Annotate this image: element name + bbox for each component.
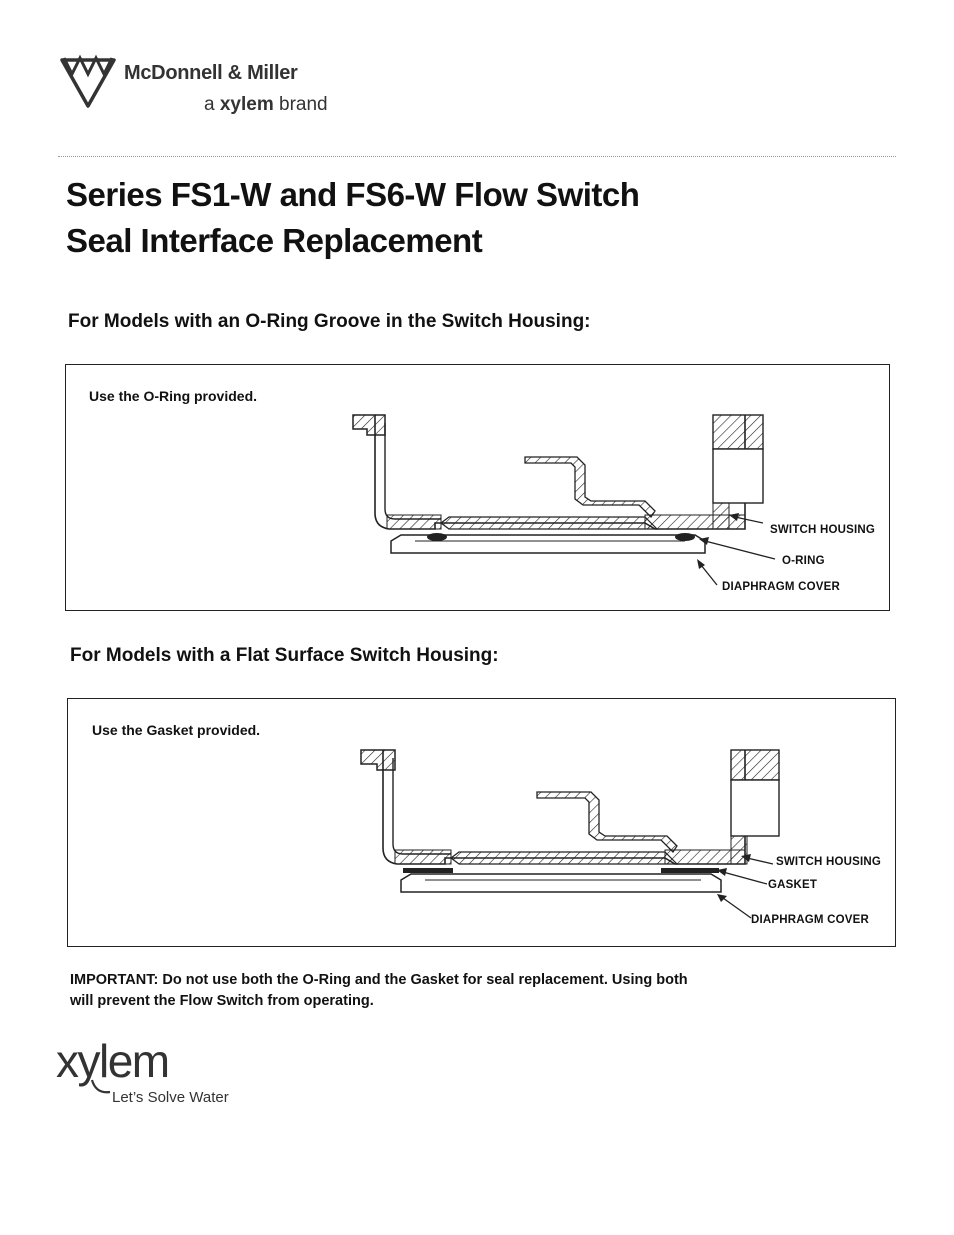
brand-sub-company: xylem xyxy=(219,94,274,115)
gasket-cross-section-diagram xyxy=(360,749,780,919)
header-divider xyxy=(58,156,896,157)
oring-cross-section-diagram xyxy=(352,414,776,586)
xylem-swoosh-icon xyxy=(90,1079,111,1094)
brand-sub-suffix: brand xyxy=(279,94,328,115)
oring-note: Use the O-Ring provided. xyxy=(89,388,258,404)
gasket-note: Use the Gasket provided. xyxy=(92,722,261,738)
xylem-tagline: Let’s Solve Water xyxy=(112,1089,229,1106)
section1-heading: For Models with an O-Ring Groove in the … xyxy=(68,311,591,332)
oring-callout-housing: SWITCH HOUSING xyxy=(770,524,876,536)
brand-sub-prefix: a xyxy=(204,94,215,115)
oring-callout-cover: DIAPHRAGM COVER xyxy=(722,581,841,593)
title-line-1: Series FS1-W and FS6-W Flow Switch xyxy=(66,176,640,213)
title-line-2: Seal Interface Replacement xyxy=(66,222,483,259)
brand-subline: a xylem brand xyxy=(204,94,328,116)
page-title: Series FS1-W and FS6-W Flow Switch Seal … xyxy=(66,172,886,264)
gasket-callout-cover: DIAPHRAGM COVER xyxy=(751,914,870,926)
oring-callout-oring: O-RING xyxy=(782,555,825,567)
brand-name: McDonnell & Miller xyxy=(124,62,298,84)
section2-heading: For Models with a Flat Surface Switch Ho… xyxy=(70,645,499,666)
xylem-logo-word: xylem xyxy=(56,1035,170,1087)
mcdonnell-miller-logo-icon xyxy=(60,54,116,108)
gasket-callout-gasket: GASKET xyxy=(768,879,818,891)
important-note: IMPORTANT: Do not use both the O-Ring an… xyxy=(70,972,688,1009)
gasket-callout-housing: SWITCH HOUSING xyxy=(776,856,882,868)
